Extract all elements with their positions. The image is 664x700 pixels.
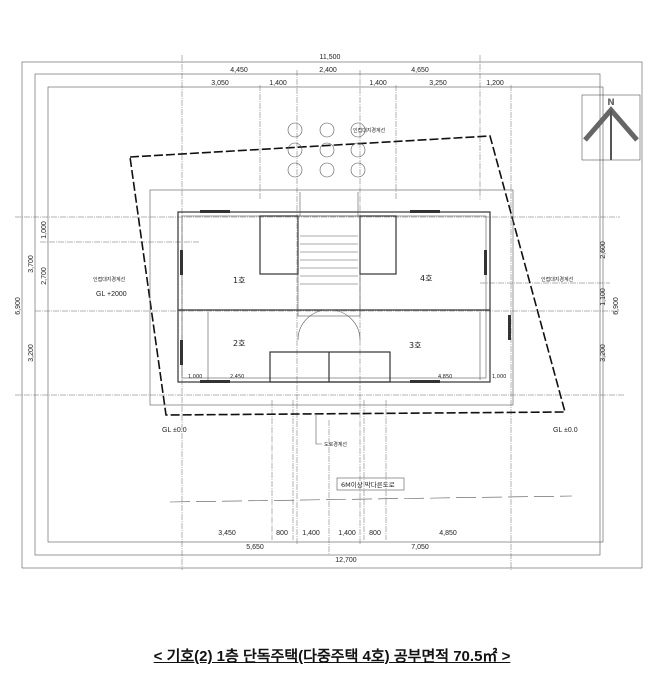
dim-text: 1,000 bbox=[188, 374, 202, 380]
dim-text: 1,400 bbox=[269, 80, 287, 87]
drawing-frame bbox=[21, 61, 643, 569]
dim-text: 4,650 bbox=[411, 67, 429, 74]
top-dimensions: 11,500 4,450 2,400 4,650 3,050 1,400 1,4… bbox=[211, 54, 504, 87]
dim-text: 2,700 bbox=[41, 267, 48, 285]
dim-text: 6,900 bbox=[15, 297, 22, 315]
dim-text: 1,400 bbox=[369, 80, 387, 87]
dim-text: 1,000 bbox=[492, 374, 506, 380]
dim-text: 12,700 bbox=[335, 557, 357, 564]
dim-text: 1,100 bbox=[600, 288, 607, 306]
dim-text: 3,700 bbox=[28, 255, 35, 273]
dim-text: 3,200 bbox=[28, 344, 35, 362]
bottom-dimensions: 3,450 800 1,400 1,400 800 4,850 5,650 7,… bbox=[218, 530, 457, 564]
grid-lines bbox=[15, 55, 625, 570]
property-boundary bbox=[129, 135, 567, 416]
dim-text: 1,400 bbox=[302, 530, 320, 537]
dim-text: 1,200 bbox=[486, 80, 504, 87]
gl-right-label: GL ±0.0 bbox=[553, 427, 578, 434]
gl-left-label: GL ±0.0 bbox=[162, 427, 187, 434]
dim-text: 11,500 bbox=[320, 54, 341, 61]
dim-text: 800 bbox=[369, 530, 381, 537]
dim-text: 800 bbox=[276, 530, 288, 537]
room-label-3: 3호 bbox=[409, 341, 421, 350]
road-label-box bbox=[336, 477, 405, 491]
dim-text: 1,000 bbox=[41, 221, 48, 239]
adjacent-boundary-label-top: 인접대지경계선 bbox=[353, 127, 386, 134]
dim-text: 7,050 bbox=[411, 544, 429, 551]
dim-text: 3,450 bbox=[218, 530, 236, 537]
room-label-2: 2호 bbox=[233, 339, 245, 348]
tree-symbols bbox=[287, 122, 366, 178]
dim-text: 4,450 bbox=[230, 67, 248, 74]
building bbox=[149, 189, 514, 406]
dim-text: 2,400 bbox=[319, 67, 337, 74]
dim-text: 6,900 bbox=[613, 297, 620, 315]
dim-text: 1,400 bbox=[338, 530, 356, 537]
north-arrow-icon: N bbox=[581, 94, 641, 161]
north-label: N bbox=[607, 98, 615, 108]
dim-text: 3,050 bbox=[211, 80, 229, 87]
caption-text: < 기호(2) 1층 단독주택(다중주택 4호) 공부면적 70.5㎡ > bbox=[153, 648, 511, 665]
side-dimensions: 6,900 3,700 3,200 1,000 2,700 2,600 1,10… bbox=[15, 221, 620, 362]
dim-text: 3,200 bbox=[600, 344, 607, 362]
drawing-caption: < 기호(2) 1층 단독주택(다중주택 4호) 공부면적 70.5㎡ > bbox=[0, 645, 664, 666]
road-boundary-label: 도로경계선 bbox=[324, 441, 347, 448]
dim-text: 2,600 bbox=[600, 241, 607, 259]
dim-text: 4,850 bbox=[439, 530, 457, 537]
dim-text: 4,850 bbox=[438, 374, 452, 380]
adjacent-boundary-label-right: 인접대지경계선 bbox=[541, 276, 574, 283]
adjacent-boundary-label-left: 인접대지경계선 bbox=[93, 276, 126, 283]
gl-upper-label: GL +2000 bbox=[96, 291, 127, 298]
dim-text: 5,650 bbox=[246, 544, 264, 551]
room-label-4: 4호 bbox=[420, 274, 432, 283]
dim-text: 2,450 bbox=[230, 374, 244, 380]
dim-text: 3,250 bbox=[429, 80, 447, 87]
road-label: 6M이상 막다른도로 bbox=[341, 480, 395, 489]
room-label-1: 1호 bbox=[233, 276, 245, 285]
floor-plan-drawing: 11,500 4,450 2,400 4,650 3,050 1,400 1,4… bbox=[15, 54, 643, 570]
